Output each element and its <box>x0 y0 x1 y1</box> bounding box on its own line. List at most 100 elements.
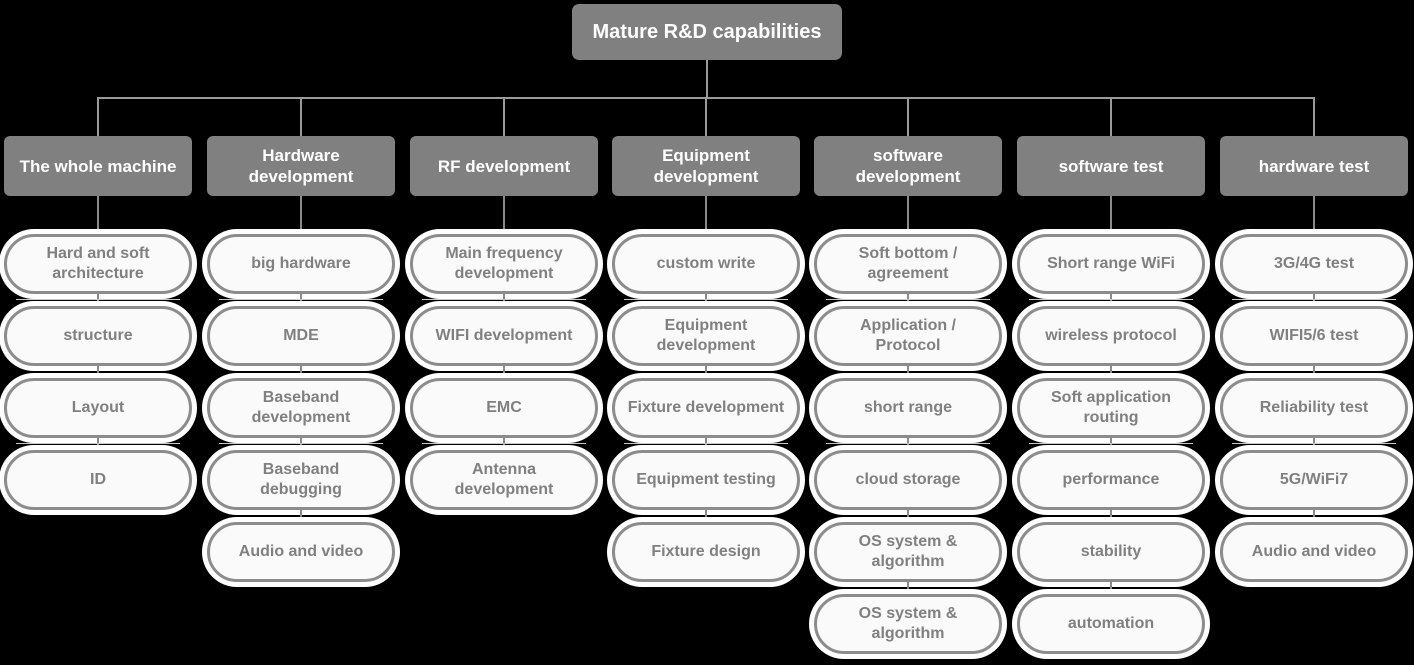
list-item: Audio and video <box>207 509 395 582</box>
header-stem-connector-6 <box>1110 196 1112 236</box>
header-stem-connector-2 <box>300 196 302 236</box>
column-header-1[interactable]: The whole machine <box>4 136 192 196</box>
item-pill[interactable]: 3G/4G test <box>1220 234 1408 294</box>
list-item: wireless protocol <box>1017 293 1205 366</box>
list-item: OS system & algorithm <box>814 581 1002 654</box>
bus-drop-connector-2 <box>300 97 302 136</box>
bus-drop-connector-3 <box>503 97 505 136</box>
item-pill[interactable]: short range <box>814 378 1002 438</box>
item-pill[interactable]: Fixture design <box>612 522 800 582</box>
root-stem-connector <box>706 60 708 99</box>
item-pill[interactable]: OS system & algorithm <box>814 594 1002 654</box>
item-pill[interactable]: EMC <box>410 378 598 438</box>
item-link-connector <box>705 293 707 307</box>
item-pill[interactable]: Antenna development <box>410 450 598 510</box>
item-link-connector <box>705 509 707 523</box>
item-pill[interactable]: Application / Protocol <box>814 306 1002 366</box>
item-pill[interactable]: Fixture development <box>612 378 800 438</box>
item-link-connector <box>907 365 909 379</box>
item-link-connector <box>1313 293 1315 307</box>
item-link-connector <box>300 509 302 523</box>
item-pill[interactable]: Reliability test <box>1220 378 1408 438</box>
item-link-connector <box>1110 581 1112 595</box>
header-stem-connector-4 <box>705 196 707 236</box>
column-header-7[interactable]: hardware test <box>1220 136 1408 196</box>
item-divider-line <box>624 299 788 300</box>
column-header-3[interactable]: RF development <box>410 136 598 196</box>
item-divider-line <box>1232 299 1396 300</box>
item-pill[interactable]: WIFI development <box>410 306 598 366</box>
item-pill[interactable]: stability <box>1017 522 1205 582</box>
list-item: big hardware <box>207 234 395 294</box>
item-pill[interactable]: Soft application routing <box>1017 378 1205 438</box>
list-item: Baseband development <box>207 365 395 438</box>
list-item: stability <box>1017 509 1205 582</box>
bus-drop-connector-4 <box>705 97 707 136</box>
item-pill[interactable]: wireless protocol <box>1017 306 1205 366</box>
item-link-connector <box>907 509 909 523</box>
list-item: 5G/WiFi7 <box>1220 437 1408 510</box>
list-item: structure <box>4 293 192 366</box>
list-item: Equipment testing <box>612 437 800 510</box>
item-pill[interactable]: Equipment testing <box>612 450 800 510</box>
item-pill[interactable]: Layout <box>4 378 192 438</box>
item-pill[interactable]: Audio and video <box>1220 522 1408 582</box>
list-item: Reliability test <box>1220 365 1408 438</box>
item-pill[interactable]: Equipment development <box>612 306 800 366</box>
list-item: custom write <box>612 234 800 294</box>
item-pill[interactable]: MDE <box>207 306 395 366</box>
list-item: short range <box>814 365 1002 438</box>
item-link-connector <box>1313 509 1315 523</box>
item-pill[interactable]: WIFI5/6 test <box>1220 306 1408 366</box>
column-header-5[interactable]: software development <box>814 136 1002 196</box>
item-divider-line <box>422 443 586 444</box>
item-link-connector <box>300 365 302 379</box>
item-pill[interactable]: Audio and video <box>207 522 395 582</box>
item-link-connector <box>97 437 99 451</box>
list-item: OS system & algorithm <box>814 509 1002 582</box>
column-header-2[interactable]: Hardware development <box>207 136 395 196</box>
column-header-4[interactable]: Equipment development <box>612 136 800 196</box>
item-divider-line <box>826 299 990 300</box>
item-link-connector <box>503 437 505 451</box>
item-pill[interactable]: big hardware <box>207 234 395 294</box>
list-item: cloud storage <box>814 437 1002 510</box>
item-pill[interactable]: OS system & algorithm <box>814 522 1002 582</box>
item-link-connector <box>1313 437 1315 451</box>
item-pill[interactable]: Soft bottom / agreement <box>814 234 1002 294</box>
item-pill[interactable]: 5G/WiFi7 <box>1220 450 1408 510</box>
item-pill[interactable]: ID <box>4 450 192 510</box>
item-pill[interactable]: custom write <box>612 234 800 294</box>
item-divider-line <box>624 443 788 444</box>
item-pill[interactable]: Baseband development <box>207 378 395 438</box>
item-pill[interactable]: performance <box>1017 450 1205 510</box>
item-pill[interactable]: cloud storage <box>814 450 1002 510</box>
item-divider-line <box>16 443 180 444</box>
item-link-connector <box>1110 437 1112 451</box>
bus-drop-connector-5 <box>907 97 909 136</box>
list-item: 3G/4G test <box>1220 234 1408 294</box>
item-link-connector <box>97 365 99 379</box>
item-pill[interactable]: structure <box>4 306 192 366</box>
list-item: Fixture design <box>612 509 800 582</box>
item-divider-line <box>219 443 383 444</box>
item-pill[interactable]: Main frequency development <box>410 234 598 294</box>
list-item: Soft application routing <box>1017 365 1205 438</box>
list-item: MDE <box>207 293 395 366</box>
list-item: WIFI development <box>410 293 598 366</box>
item-pill[interactable]: automation <box>1017 594 1205 654</box>
root-node: Mature R&D capabilities <box>572 4 842 60</box>
item-pill[interactable]: Hard and soft architecture <box>4 234 192 294</box>
item-link-connector <box>705 437 707 451</box>
item-link-connector <box>1110 365 1112 379</box>
item-pill[interactable]: Short range WiFi <box>1017 234 1205 294</box>
column-header-6[interactable]: software test <box>1017 136 1205 196</box>
list-item: Hard and soft architecture <box>4 234 192 294</box>
item-pill[interactable]: Baseband debugging <box>207 450 395 510</box>
